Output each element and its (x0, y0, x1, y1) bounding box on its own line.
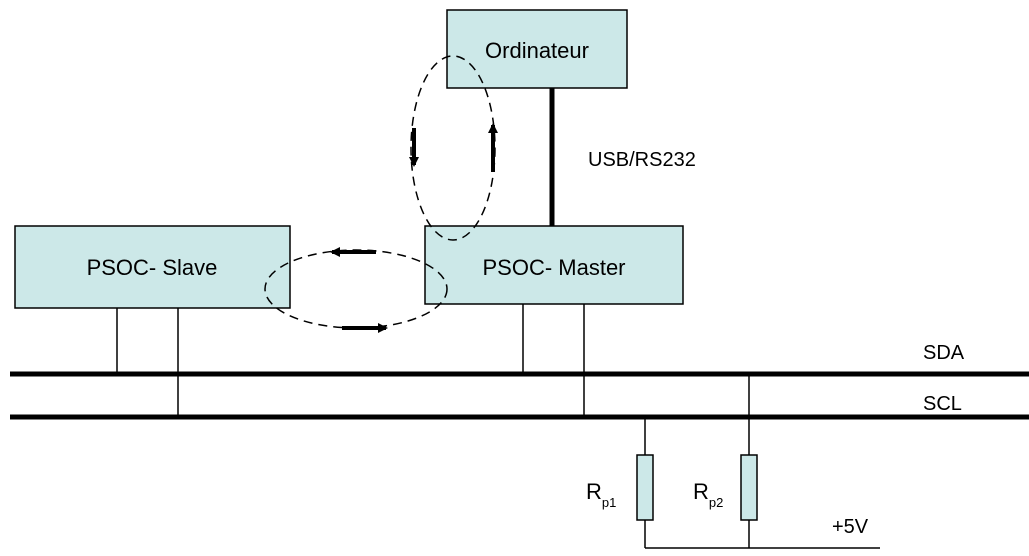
rp1-label: Rp1 (586, 479, 616, 510)
rp2-label: Rp2 (693, 479, 723, 510)
resistor-rp2 (740, 454, 758, 521)
sda-label: SDA (923, 342, 965, 364)
resistor-rp1 (636, 454, 654, 521)
supply-label: +5V (832, 516, 869, 538)
slave-node: PSOC- Slave (14, 225, 291, 309)
slave-master-exchange-loop (264, 249, 448, 329)
computer-label: Ordinateur (485, 38, 589, 63)
slave-label: PSOC- Slave (87, 255, 218, 280)
computer-box (446, 9, 628, 89)
slave-box (14, 225, 291, 309)
computer-node: Ordinateur (446, 9, 628, 89)
scl-label: SCL (923, 393, 962, 415)
master-box (424, 225, 684, 305)
link-label: USB/RS232 (588, 149, 696, 171)
master-node: PSOC- Master (424, 225, 684, 305)
master-label: PSOC- Master (482, 255, 625, 280)
